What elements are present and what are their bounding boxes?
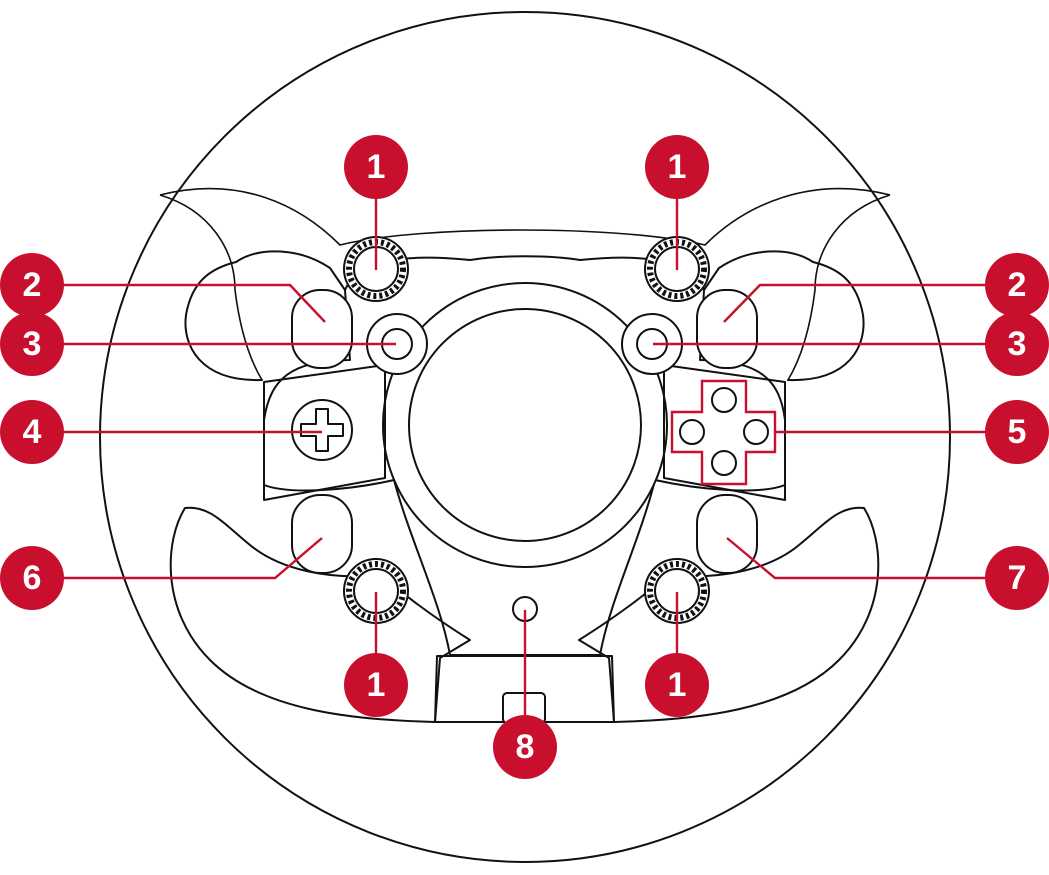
callout-badge: 3	[0, 312, 64, 376]
callout-badge: 2	[985, 253, 1049, 317]
svg-text:6: 6	[23, 559, 42, 597]
rim-grip-contour-top	[159, 187, 891, 246]
callout-badge: 7	[985, 546, 1049, 610]
lower-left-rim-opening	[169, 506, 471, 723]
svg-text:2: 2	[1008, 266, 1027, 304]
svg-text:3: 3	[23, 325, 42, 363]
dpad-left[interactable]	[291, 399, 353, 461]
center-hub-inner	[408, 308, 642, 542]
upshift-paddle-left[interactable]	[291, 289, 353, 369]
left-panel	[263, 364, 386, 501]
svg-text:7: 7	[1008, 559, 1027, 597]
svg-text:8: 8	[516, 728, 535, 766]
callout-badge: 6	[0, 546, 64, 610]
callout-badge: 3	[985, 312, 1049, 376]
callout-badge: 5	[985, 400, 1049, 464]
left-grip	[184, 250, 346, 382]
downshift-paddle-left[interactable]	[291, 494, 353, 574]
upshift-paddle-right[interactable]	[696, 289, 758, 369]
callout-badge: 1	[344, 135, 408, 199]
rim-grip-contour-left	[159, 194, 263, 381]
right-grip	[703, 250, 865, 382]
svg-text:5: 5	[1008, 413, 1027, 451]
callout-badge: 1	[344, 653, 408, 717]
lower-right-rim-opening	[578, 506, 880, 723]
callout-badge: 8	[493, 715, 557, 779]
bottom-plate	[434, 655, 615, 723]
callout-badge: 1	[645, 653, 709, 717]
button-cluster-right[interactable]	[670, 379, 777, 486]
right-panel	[663, 364, 786, 501]
svg-text:2: 2	[23, 266, 42, 304]
svg-text:3: 3	[1008, 325, 1027, 363]
wheel-outer-rim	[99, 11, 951, 863]
callout-badge: 4	[0, 400, 64, 464]
callout-badge: 1	[645, 135, 709, 199]
svg-text:4: 4	[23, 413, 42, 451]
svg-text:1: 1	[668, 666, 687, 704]
rim-grip-contour-right	[787, 194, 891, 381]
svg-text:1: 1	[367, 666, 386, 704]
svg-text:1: 1	[367, 148, 386, 186]
callout-badge: 2	[0, 253, 64, 317]
downshift-paddle-right[interactable]	[696, 494, 758, 574]
svg-text:1: 1	[668, 148, 687, 186]
